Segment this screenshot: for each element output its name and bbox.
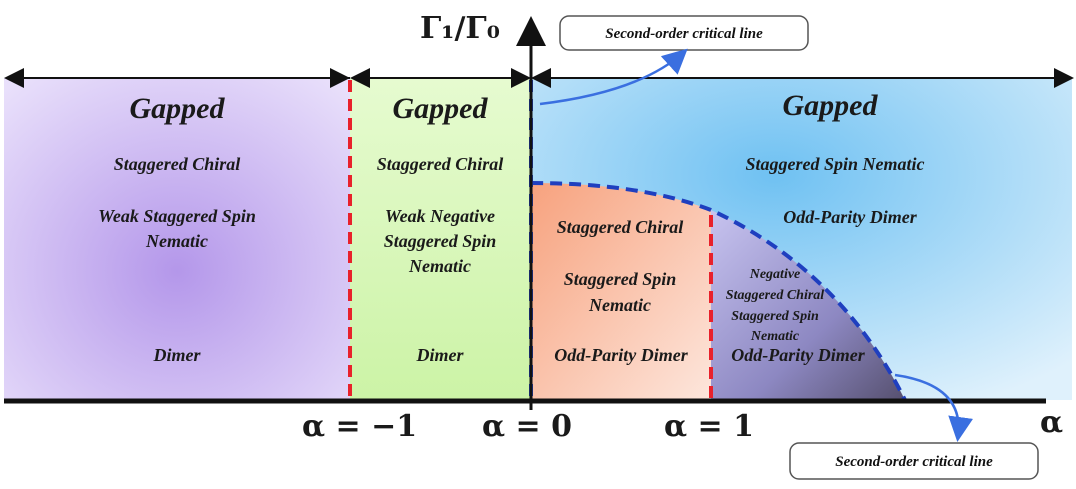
- purple-line-5: Odd-Parity Dimer: [731, 345, 865, 365]
- center-line-4: Nematic: [408, 256, 471, 276]
- center-line-5: Dimer: [416, 345, 465, 365]
- region-center-left: [350, 78, 531, 400]
- tick-alpha-1: α = 1: [664, 409, 754, 444]
- purple-line-3: Staggered Spin: [731, 309, 819, 324]
- orange-line-2: Staggered Spin: [564, 269, 677, 289]
- center-line-3: Staggered Spin: [384, 231, 497, 251]
- callout-top-text: Second-order critical line: [605, 26, 763, 42]
- purple-line-1: Negative: [749, 267, 801, 282]
- region-orange: [531, 183, 711, 400]
- right-title: Gapped: [783, 89, 879, 122]
- orange-line-1: Staggered Chiral: [557, 217, 684, 237]
- left-line-3: Nematic: [145, 231, 208, 251]
- center-line-1: Staggered Chiral: [377, 154, 504, 174]
- callout-bottom-arrow: [894, 373, 974, 442]
- callout-bottom-text: Second-order critical line: [835, 454, 993, 470]
- left-title: Gapped: [130, 92, 226, 125]
- purple-line-4: Nematic: [750, 329, 800, 344]
- callout-bottom-box: [789, 442, 1039, 480]
- x-axis-label: α: [1040, 405, 1063, 440]
- left-line-1: Staggered Chiral: [114, 154, 241, 174]
- left-line-2: Weak Staggered Spin: [98, 206, 256, 226]
- tick-alpha-minus-1: α = −1: [302, 409, 417, 444]
- callout-top-arrow: [539, 48, 688, 106]
- tick-alpha-0: α = 0: [482, 409, 572, 444]
- right-line-2: Odd-Parity Dimer: [783, 207, 917, 227]
- orange-line-3: Nematic: [588, 295, 651, 315]
- region-purple: [711, 210, 905, 400]
- y-axis-label: Γ₁/Γ₀: [420, 11, 500, 46]
- purple-line-2: Staggered Chiral: [726, 288, 825, 303]
- center-title: Gapped: [393, 92, 489, 125]
- center-line-2: Weak Negative: [385, 206, 495, 226]
- right-line-1: Staggered Spin Nematic: [746, 154, 925, 174]
- orange-line-4: Odd-Parity Dimer: [554, 345, 688, 365]
- critical-curve: [530, 181, 907, 401]
- left-line-4: Dimer: [153, 345, 202, 365]
- region-left: [4, 78, 350, 400]
